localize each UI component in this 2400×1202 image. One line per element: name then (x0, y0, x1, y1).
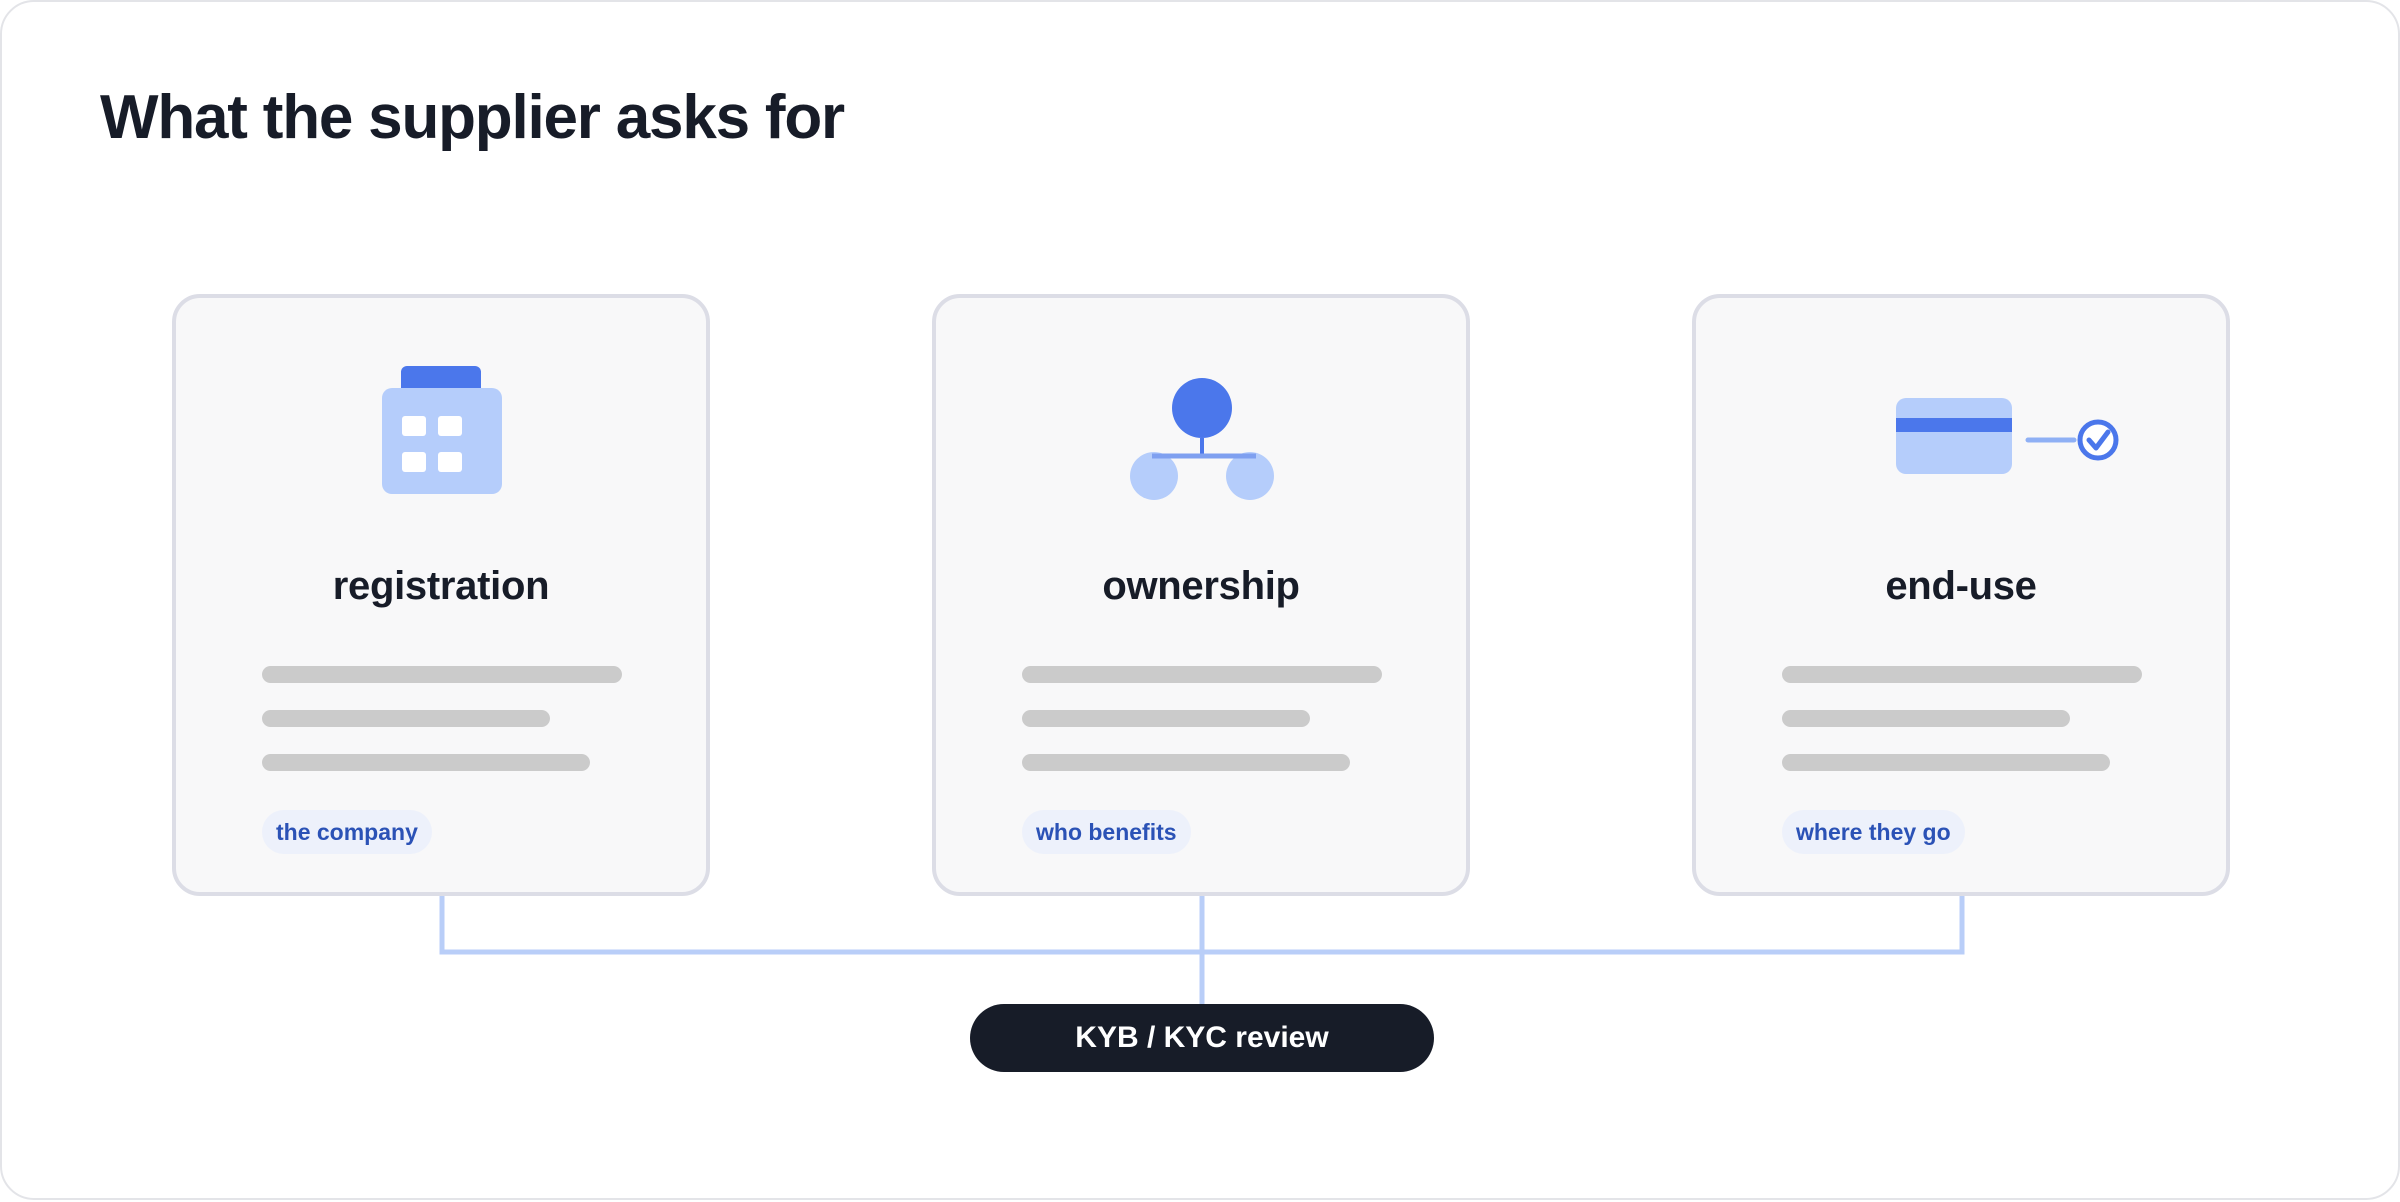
card-tag: who benefits (1022, 810, 1191, 854)
connector-end-use (1202, 896, 1965, 955)
review-pill: KYB / KYC review (970, 1004, 1434, 1072)
card-title: end-use (1885, 564, 2037, 608)
card-end-use: end-use where they go (1692, 294, 2230, 896)
card-tag: the company (262, 810, 432, 854)
placeholder-line (1022, 710, 1310, 727)
placeholder-line (262, 710, 550, 727)
placeholder-line (1022, 666, 1382, 683)
card-tag: where they go (1782, 810, 1965, 854)
card-title: registration (332, 564, 550, 608)
connector-registration (439, 896, 1202, 955)
building-icon (382, 366, 502, 494)
card-title: ownership (1102, 564, 1300, 608)
placeholder-line (262, 666, 622, 683)
page-title: What the supplier asks for (100, 83, 845, 152)
placeholder-line (1782, 666, 2142, 683)
placeholder-line (1022, 754, 1350, 771)
org-chart-icon (1130, 378, 1274, 500)
placeholder-line (262, 754, 590, 771)
placeholder-line (1782, 710, 2070, 727)
card-check-icon (1896, 398, 2119, 474)
card-ownership: ownership who benefits (932, 294, 1470, 896)
card-registration: registration the company (172, 294, 710, 896)
placeholder-line (1782, 754, 2110, 771)
